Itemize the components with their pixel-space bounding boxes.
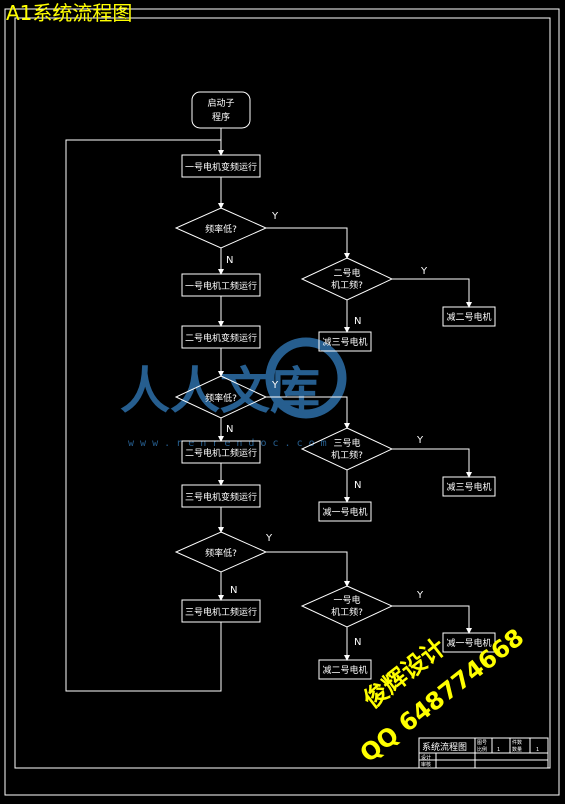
yes-branch-3 [266,551,350,587]
side-yes-label-3: Y [416,590,424,601]
watermark-brand: 人人文库 [120,362,320,420]
process-label-3: 二号电机变频运行 [185,332,257,344]
side-decision-2 [300,427,394,471]
side-yes-1 [392,278,472,308]
side-decision-label-1b: 机工频? [331,279,363,291]
side-box-label-1y: 减二号电机 [446,311,491,323]
process-label-5: 三号电机变频运行 [185,491,257,503]
yes-branch-1 [266,227,350,259]
tb-row2-1: 审核 [421,761,431,768]
side-no-label-3: N [354,637,361,648]
side-decision-1 [300,257,394,301]
no-label-2: N [226,424,233,435]
side-decision-label-2b: 机工频? [331,449,363,461]
tb-cell-4: 1 [497,747,500,753]
side-decision-label-2a: 三号电 [333,437,360,449]
start-label-line2: 程序 [212,111,230,123]
tb-row2-0: 设计 [421,754,431,761]
side-box-label-3y: 减一号电机 [446,637,491,649]
side-decision-3 [300,585,394,628]
side-yes-label-1: Y [420,266,428,277]
side-box-label-1n: 减三号电机 [322,336,367,348]
yes-label-1: Y [271,211,279,222]
side-decision-label-1a: 二号电 [333,267,360,279]
yes-branch-2 [266,396,350,429]
side-decision-label-3b: 机工频? [331,606,363,618]
side-box-label-2y: 减三号电机 [446,481,491,493]
side-box-label-2n: 减一号电机 [322,506,367,518]
side-box-label-3n: 减二号电机 [322,664,367,676]
decision-label-2: 频率低? [205,392,237,404]
outer-frame [4,8,560,796]
loop-back-line [65,139,222,692]
process-label-6: 三号电机工频运行 [185,606,257,618]
title-block-name: 系统流程图 [422,741,467,753]
tb-cell-1: 比例 [477,746,487,753]
no-label-1: N [226,255,233,266]
side-yes-3 [392,605,472,634]
side-no-label-2: N [354,480,361,491]
decision-label-3: 频率低? [205,547,237,559]
watermark-logo-circle [265,337,347,419]
watermark-url: w w w . r e n r e n d o c . c o m [128,438,327,449]
process-label-4: 二号电机工频运行 [185,447,257,459]
side-no-label-1: N [354,316,361,327]
decision-label-1: 频率低? [205,223,237,235]
process-label-2: 一号电机工频运行 [185,280,257,292]
tb-cell-2: 件数 [512,739,522,746]
process-label-1: 一号电机变频运行 [185,161,257,173]
side-decision-label-3a: 一号电 [333,594,360,606]
tb-cell-3: 数量 [512,746,522,753]
yes-label-3: Y [265,533,273,544]
side-yes-label-2: Y [416,435,424,446]
tb-cell-5: 1 [536,747,539,753]
yes-label-2: Y [271,380,279,391]
tb-cell-0: 图号 [477,740,487,746]
page-title: A1系统流程图 [6,1,133,25]
inner-frame [14,17,551,769]
side-yes-2 [392,448,472,478]
no-label-3: N [230,585,237,596]
start-label-line1: 启动子 [207,97,234,109]
